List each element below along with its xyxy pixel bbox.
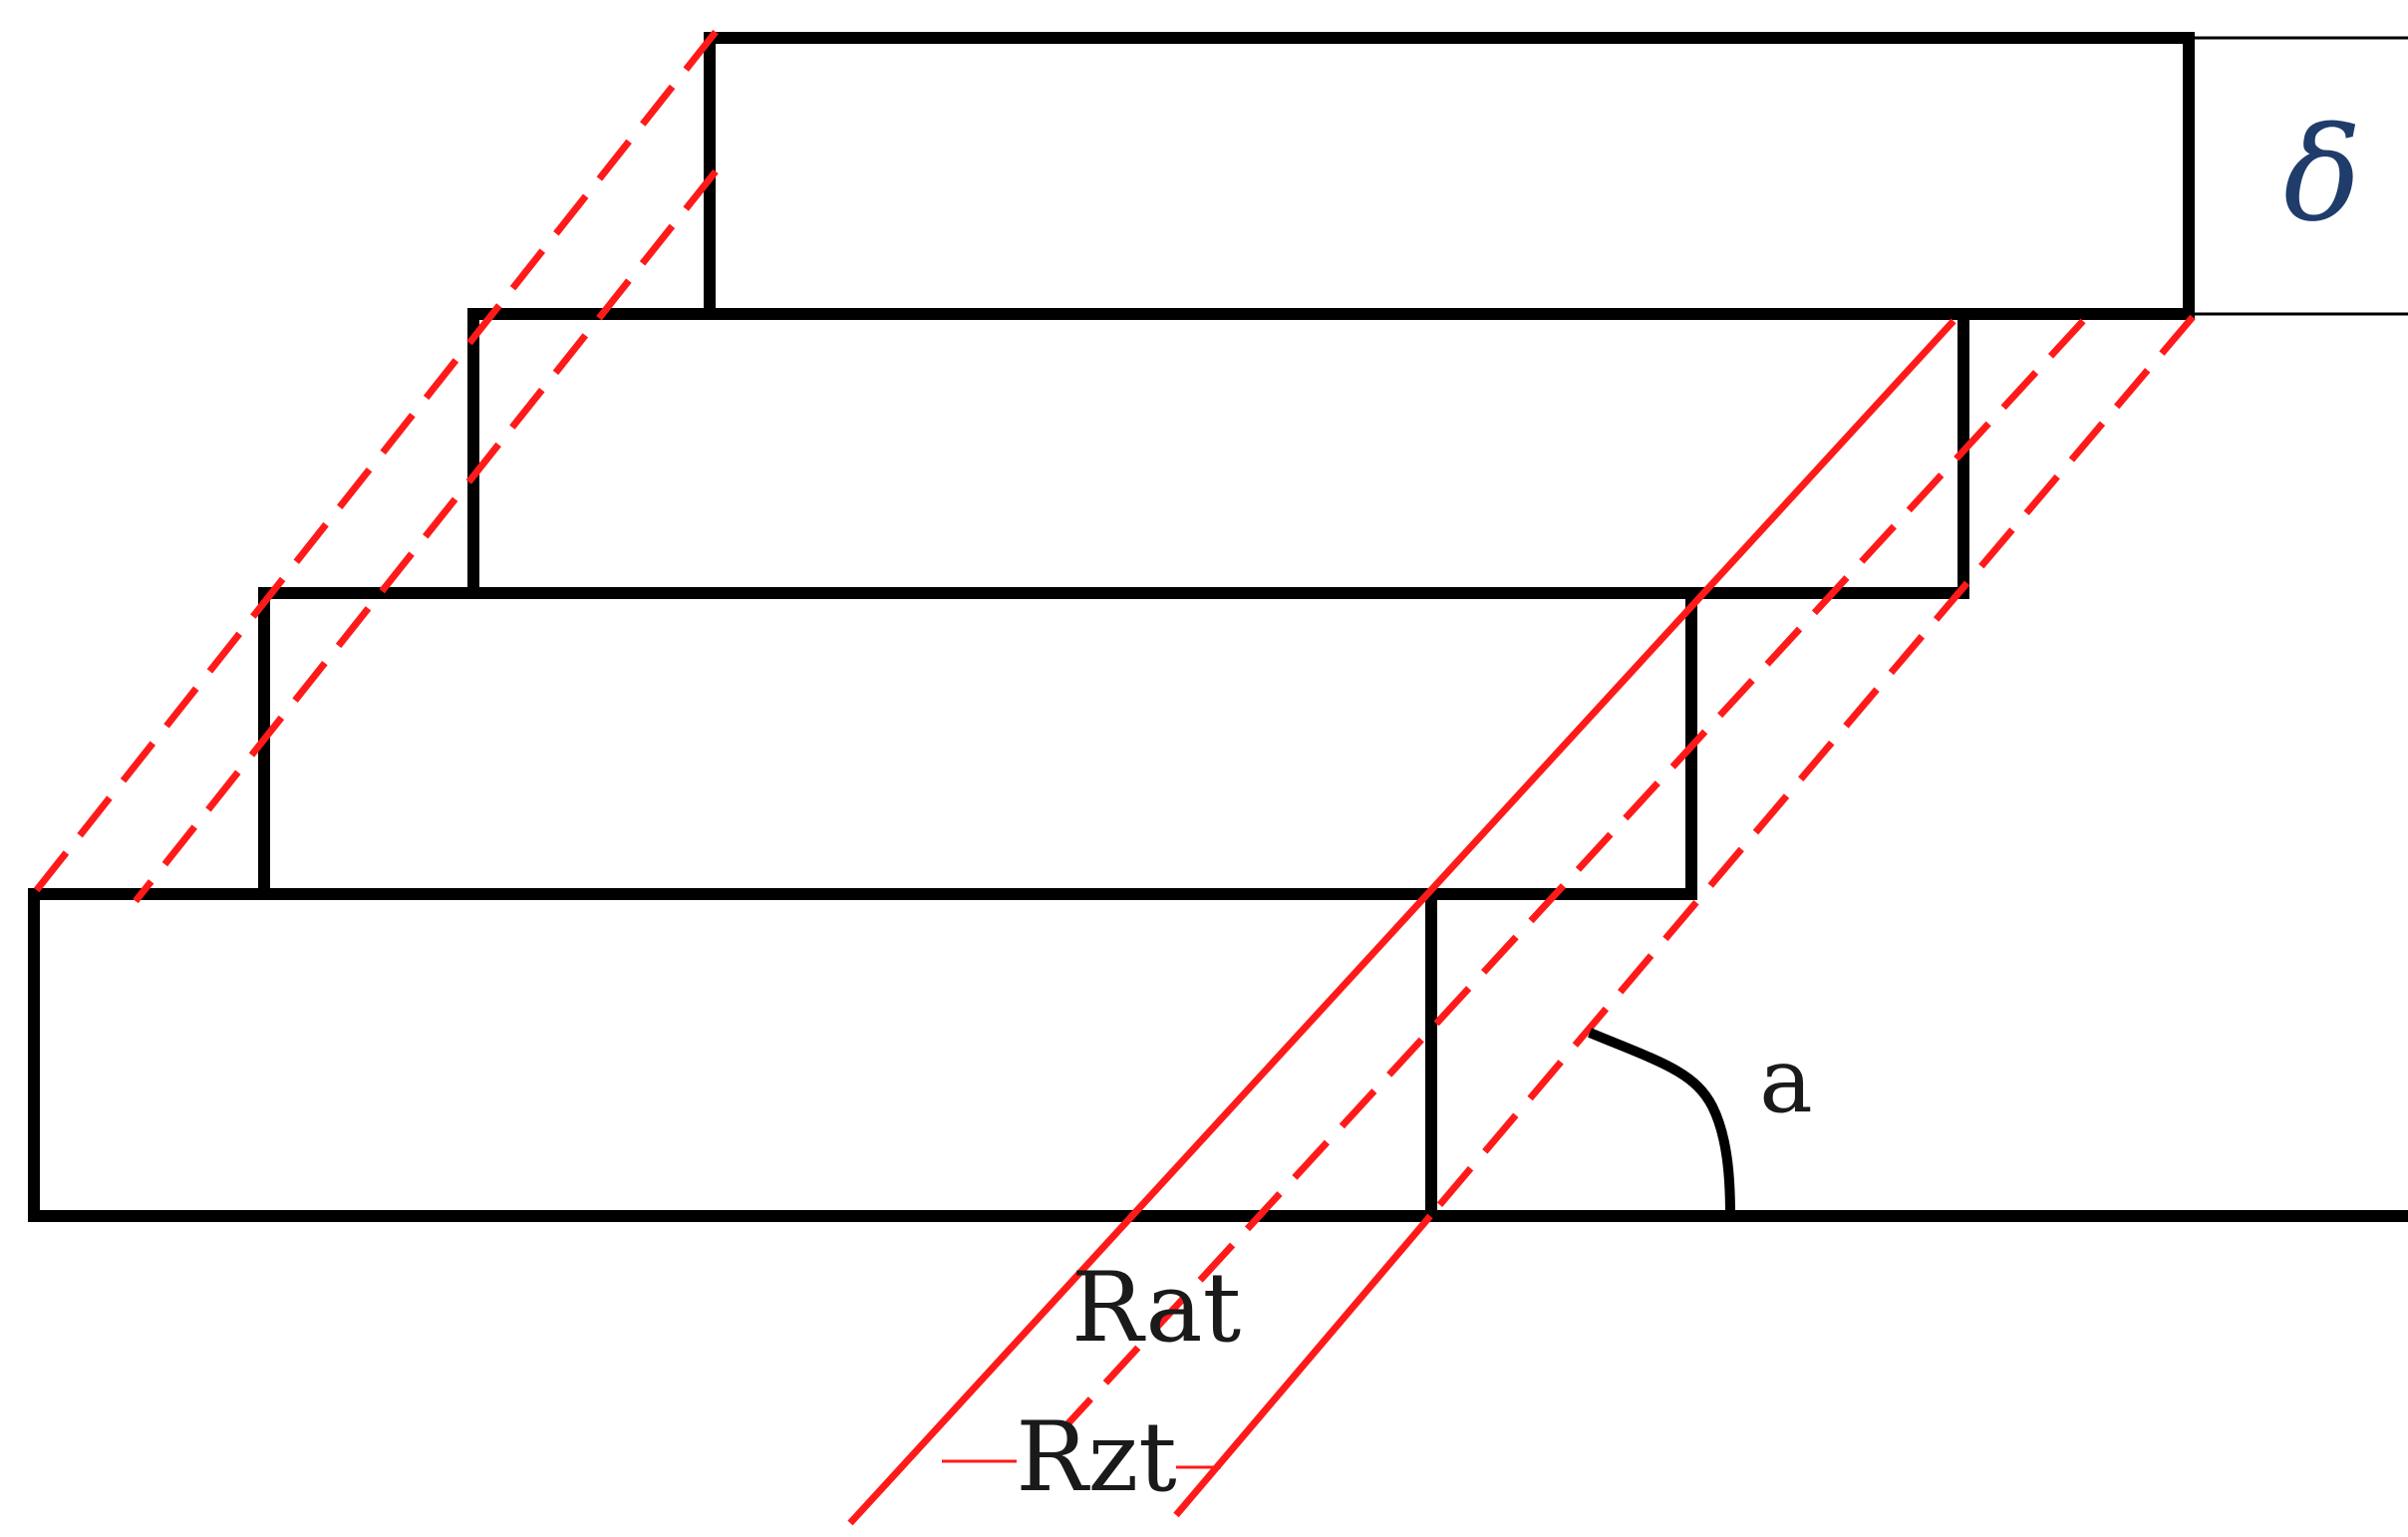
right-solid-line xyxy=(847,318,1956,1526)
thickness-label: δ xyxy=(2283,99,2361,250)
layer-4-top xyxy=(704,32,2195,320)
rz-label: Rzt xyxy=(1016,1401,1176,1513)
left-dashed-line-outer xyxy=(25,29,719,904)
left-dashed-line-inner xyxy=(133,168,719,904)
right-dashed-line-middle xyxy=(1063,318,2086,1428)
angle-label: a xyxy=(1759,1029,1813,1133)
angle-arc xyxy=(1588,1028,1735,1217)
right-solid-line-lower xyxy=(1173,1213,1433,1518)
layer-1-bottom xyxy=(28,888,1437,1222)
ra-label: Rat xyxy=(1071,1252,1241,1364)
layer-2 xyxy=(258,587,1697,900)
right-dashed-line-outer xyxy=(1427,314,2196,1219)
